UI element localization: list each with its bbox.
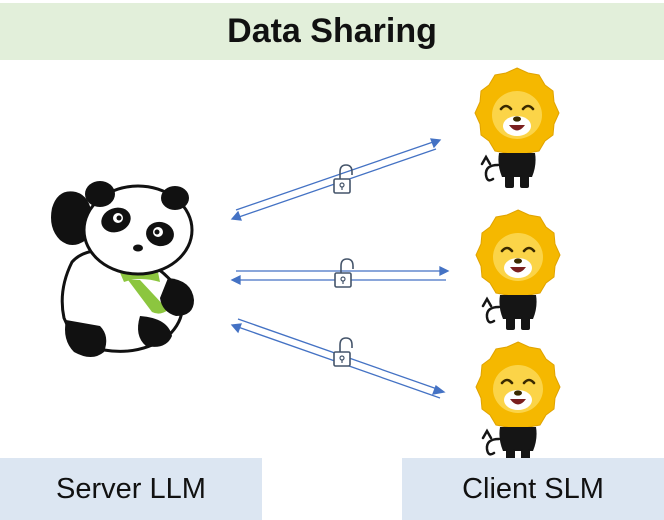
- lion-icon: [474, 208, 562, 332]
- lion-icon: [474, 340, 562, 464]
- diagram-title: Data Sharing: [227, 12, 437, 50]
- panda-icon: [51, 181, 194, 357]
- client-label-box: Client SLM: [402, 458, 664, 520]
- unlocked-padlock-icon: [333, 337, 353, 367]
- title-bar: Data Sharing: [0, 3, 664, 60]
- client-label: Client SLM: [462, 472, 604, 505]
- unlocked-padlock-icon: [334, 258, 354, 288]
- lion-icon: [473, 66, 561, 190]
- unlocked-padlock-icon: [333, 164, 353, 194]
- server-label-box: Server LLM: [0, 458, 262, 520]
- server-label: Server LLM: [56, 472, 206, 505]
